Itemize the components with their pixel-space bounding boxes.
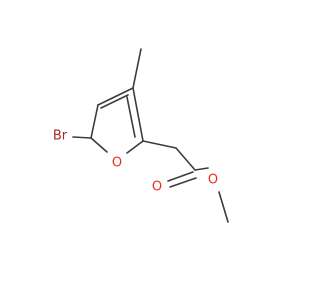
bond-c2-ch2	[142, 140, 177, 149]
carbonyl-oxygen-label: O	[152, 180, 162, 195]
ring-oxygen-label: O	[112, 156, 122, 171]
bond-ester-o-methyl	[218, 191, 229, 223]
bond-carbonyl-o-double-b	[169, 177, 197, 188]
bond-carbonyl-o-double-a	[167, 171, 194, 182]
bond-c3-methyl	[132, 48, 142, 89]
bond-c5-o1	[90, 137, 108, 153]
molecule-structure: Br O O O	[53, 48, 229, 223]
bond-c3-c4-double	[100, 94, 129, 109]
ester-oxygen-label: O	[208, 173, 218, 188]
bond-c5-br	[72, 136, 92, 139]
bond-c2-c3	[132, 87, 144, 142]
bond-c2-c3-double	[126, 96, 136, 138]
bromine-label: Br	[53, 129, 68, 144]
bond-ch2-carbonyl	[175, 147, 196, 171]
bond-c3-c4	[97, 87, 134, 106]
bond-carbonyl-ester-o	[194, 167, 209, 171]
bond-o1-c2	[126, 140, 144, 154]
bond-c4-c5	[90, 104, 99, 139]
